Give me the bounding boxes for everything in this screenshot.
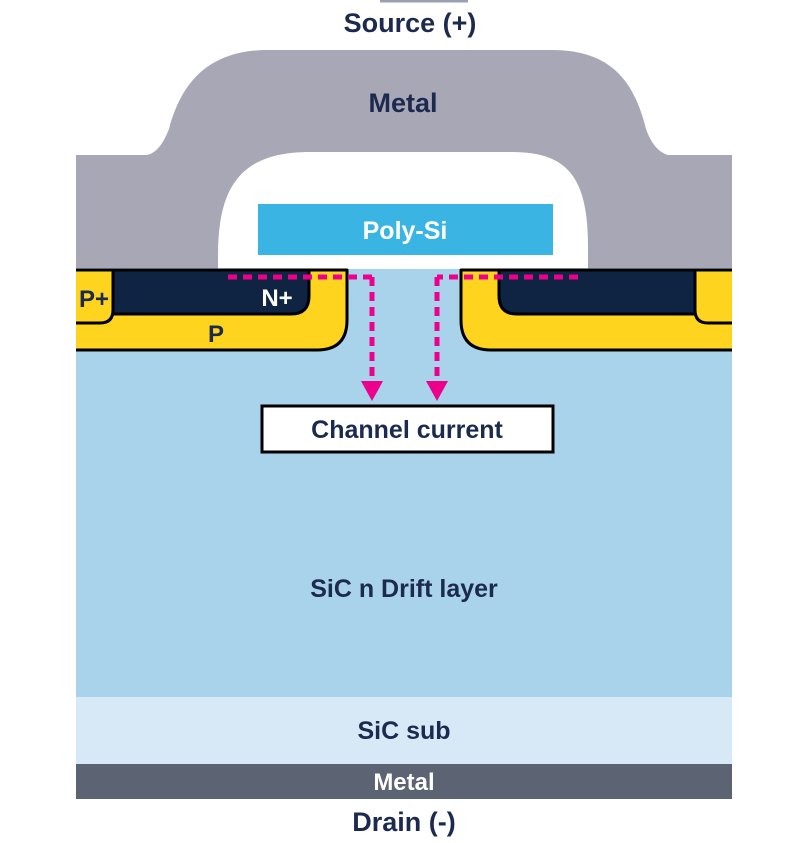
n-plus-label: N+	[261, 285, 292, 312]
p-plus-region-right	[693, 268, 732, 325]
current-arrowhead-right	[426, 381, 448, 401]
channel-current-box	[260, 404, 555, 454]
n-plus-region-right	[497, 268, 697, 316]
substrate-label: SiC sub	[357, 717, 450, 745]
cropped-artifact-sliver	[380, 0, 468, 3]
current-arrowhead-left	[361, 381, 383, 401]
channel-current-flow	[228, 274, 578, 401]
poly-si-label: Poly-Si	[363, 217, 448, 245]
channel-current-label: Channel current	[311, 416, 503, 444]
drain-terminal-label: Drain (-)	[352, 807, 456, 837]
drift-layer-label: SiC n Drift layer	[310, 575, 498, 603]
p-plus-region-left	[76, 268, 115, 325]
source-metal-label: Metal	[368, 88, 437, 118]
p-well-label: P	[208, 321, 224, 348]
poly-si-gate	[258, 204, 553, 255]
drain-metal-label: Metal	[373, 769, 434, 796]
n-plus-region-left	[111, 268, 311, 316]
source-terminal-label: Source (+)	[344, 8, 477, 38]
drain-metal-region	[76, 764, 732, 799]
substrate-region	[76, 697, 732, 764]
p-plus-label: P+	[79, 286, 109, 313]
